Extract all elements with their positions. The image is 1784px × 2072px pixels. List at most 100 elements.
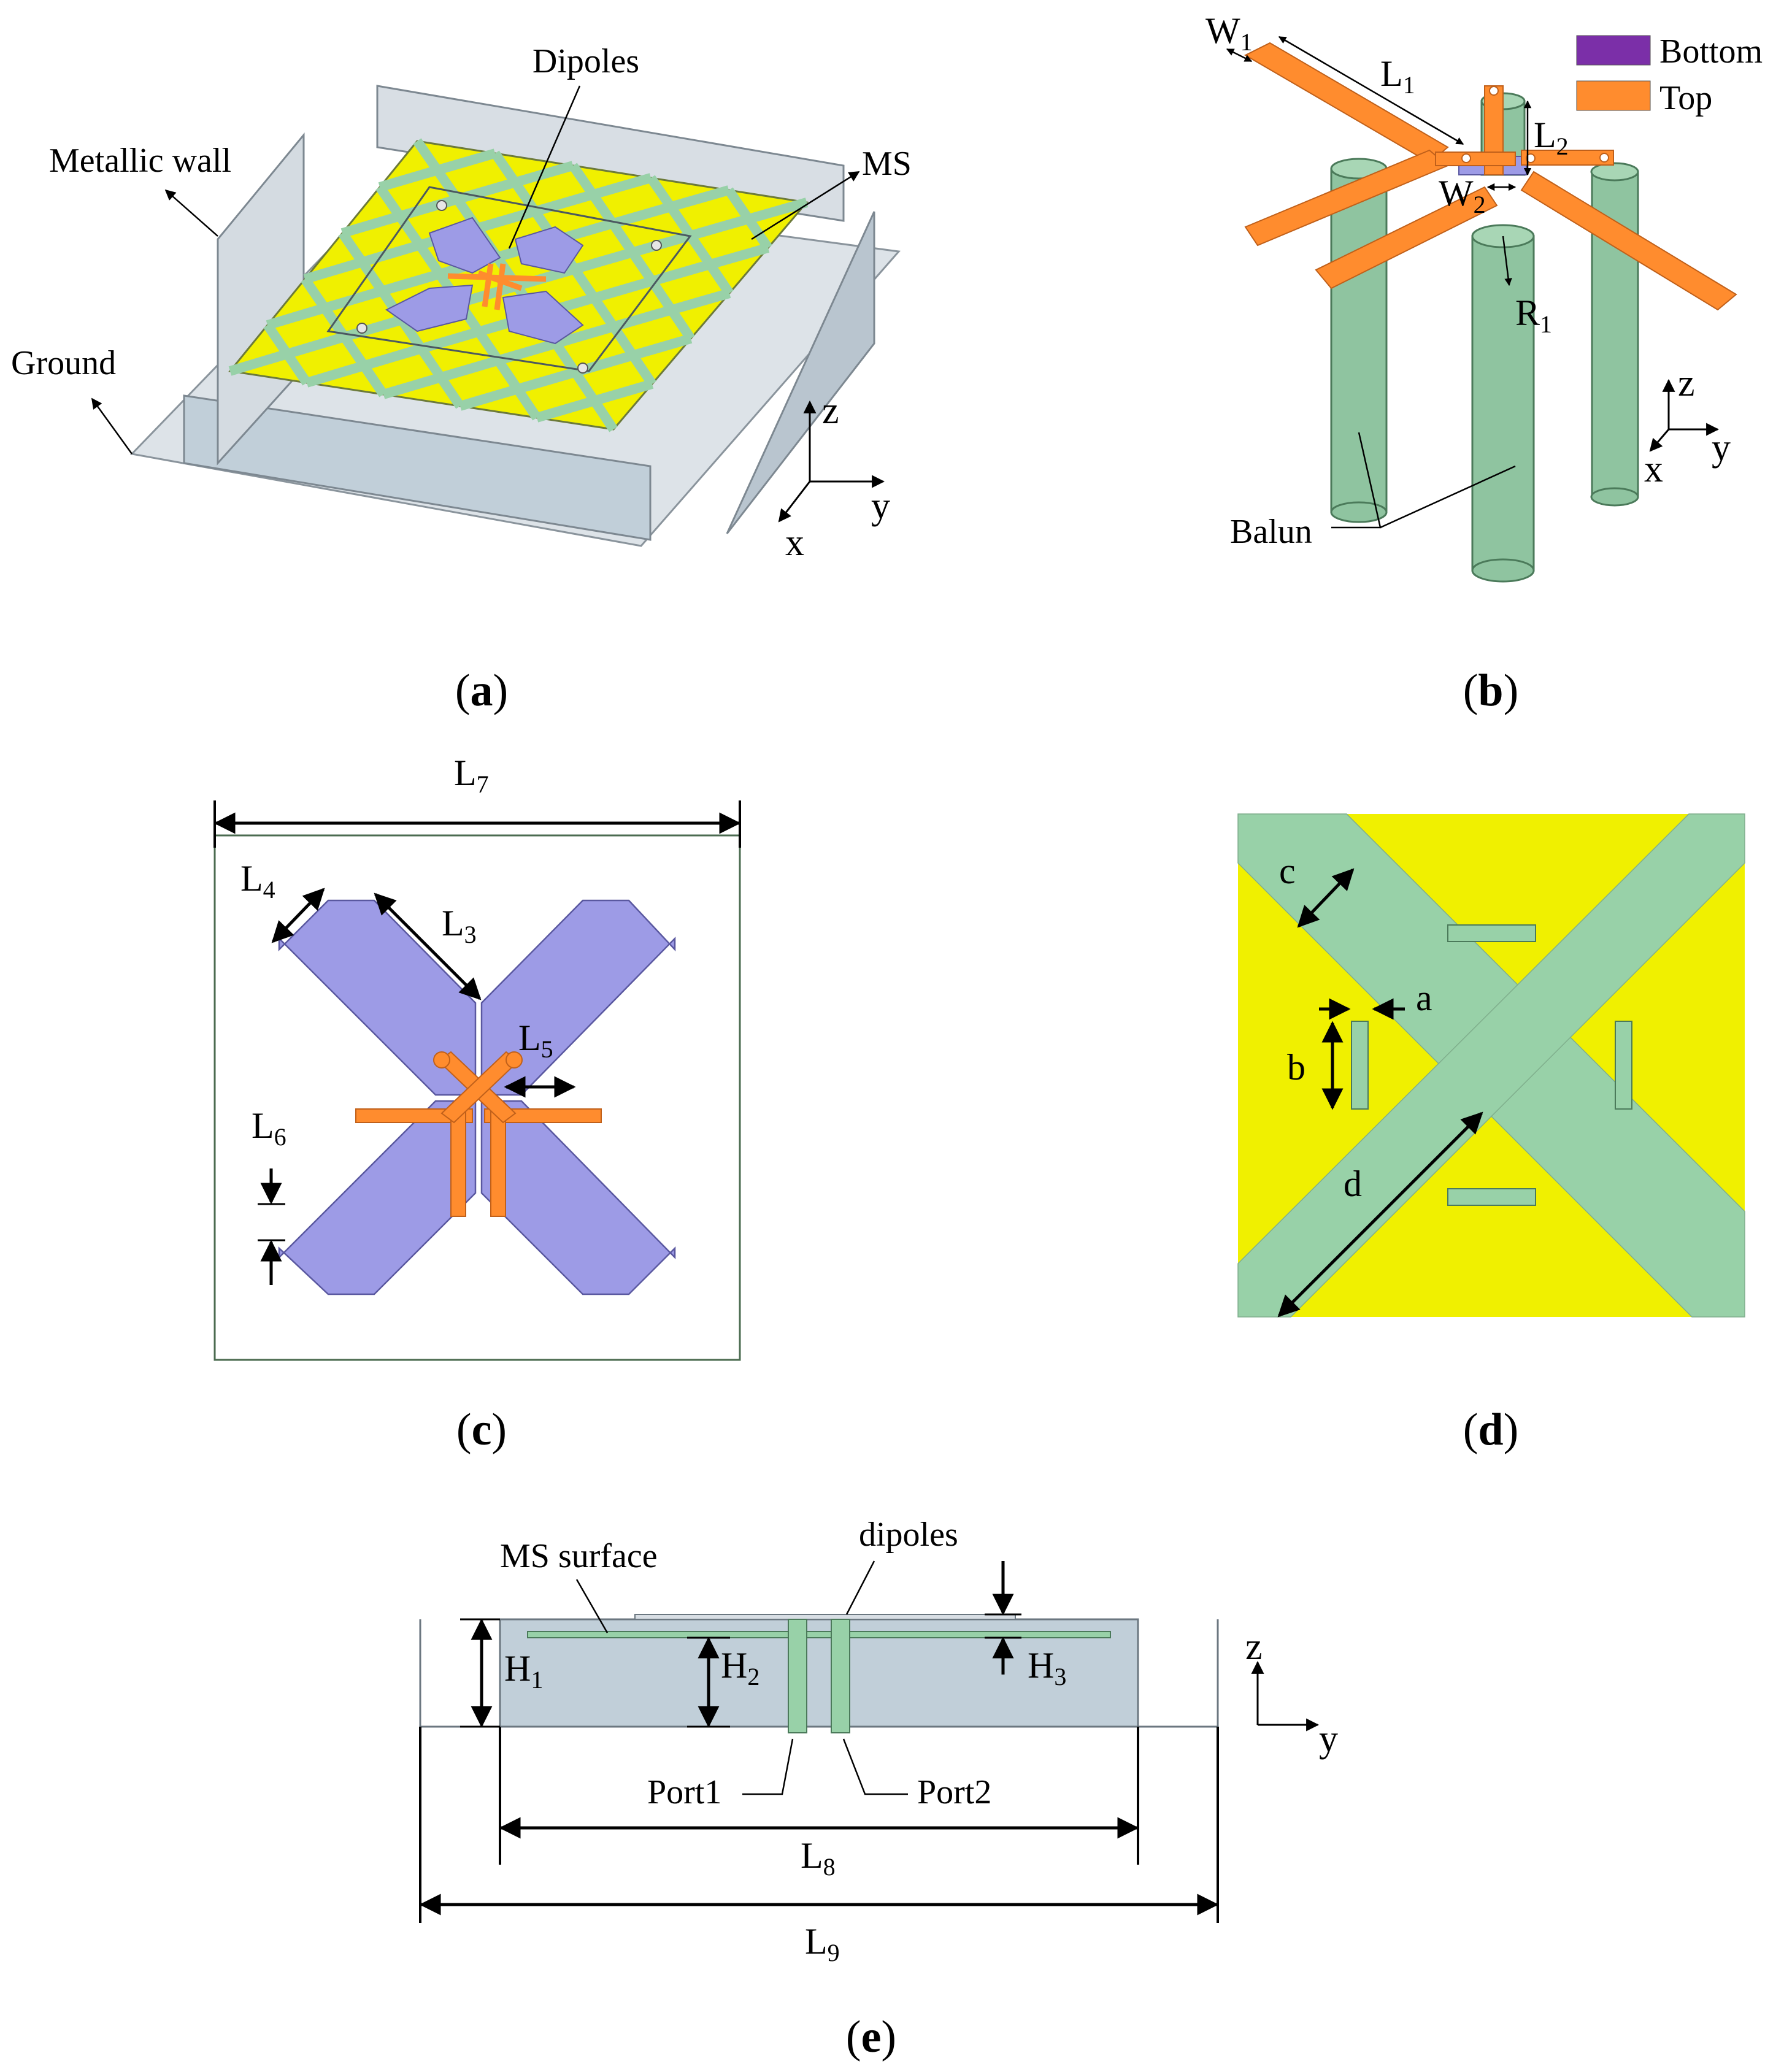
leader-metallic-wall [164, 189, 218, 237]
caption-b: (b) [1463, 666, 1518, 716]
panel-d: c a b d (d) [1237, 813, 1745, 1455]
dipole-arms-3d [385, 217, 584, 345]
caption-d: (d) [1463, 1405, 1518, 1455]
label-w2: W2 [1439, 173, 1486, 218]
metasurface-strip [535, 379, 654, 423]
label-w1: W1 [1205, 10, 1253, 56]
dim-l3 [374, 892, 482, 1000]
label-metallic-wall: Metallic wall [49, 142, 231, 180]
label-b: b [1287, 1047, 1305, 1088]
label-l1: L1 [1380, 53, 1415, 99]
ms-surface [527, 1631, 1111, 1638]
axis-x-b: x [1644, 448, 1663, 490]
leader-port1 [742, 1738, 794, 1795]
label-h3: H3 [1028, 1645, 1066, 1690]
axis-y-b: y [1712, 427, 1731, 469]
metasurface-strip [458, 334, 693, 411]
label-port1: Port1 [647, 1773, 721, 1811]
label-ms-surface: MS surface [500, 1537, 658, 1575]
label-a: a [1416, 978, 1432, 1018]
label-r1: R1 [1515, 293, 1552, 338]
feed-lines-3d [447, 263, 547, 310]
slot-left [1351, 1021, 1369, 1110]
slot-bottom [1447, 1188, 1536, 1206]
balun-post-2 [831, 1619, 850, 1733]
axis-y-e: y [1319, 1718, 1338, 1760]
legend-swatch-bottom [1576, 35, 1651, 66]
label-dipoles: Dipoles [533, 42, 639, 80]
dipole-arm [428, 217, 501, 274]
label-ms: MS [862, 145, 912, 183]
dim-r1 [1502, 236, 1512, 286]
dim-d [1277, 1111, 1483, 1318]
slot-right [1615, 1021, 1632, 1110]
axis-y-a: y [871, 485, 890, 527]
label-l4: L4 [240, 858, 275, 904]
label-c: c [1279, 851, 1296, 891]
label-l9: L9 [805, 1921, 840, 1966]
panel-b: Bottom Top [1205, 10, 1763, 716]
axes-b [1649, 378, 1720, 452]
label-balun: Balun [1230, 513, 1312, 551]
axis-x-a: x [785, 522, 804, 564]
dim-l4 [271, 888, 325, 943]
legend-label-top: Top [1659, 79, 1712, 117]
axis-z-b: z [1678, 363, 1695, 404]
leader-balun [1331, 432, 1516, 529]
leader-dipoles-e [845, 1560, 875, 1615]
caption-c: (c) [456, 1405, 507, 1455]
dipole-substrate [634, 1614, 1016, 1620]
label-l5: L5 [518, 1018, 553, 1063]
dipole-arm [385, 284, 474, 332]
dim-w1 [1226, 48, 1253, 63]
feed-network [355, 1051, 602, 1217]
feed-line-vertical-right [490, 1108, 506, 1217]
leader-ms [751, 171, 860, 240]
label-l8: L8 [801, 1835, 836, 1881]
feed-pad [433, 1051, 450, 1069]
dipole-arm-top-right [480, 899, 676, 1096]
panel-a: Dipoles Metallic wall MS Ground z y x (a… [11, 42, 912, 716]
metasurface-strip [725, 187, 772, 251]
label-ground: Ground [11, 344, 116, 382]
leader-port2 [842, 1738, 908, 1795]
axis-z-e: z [1245, 1626, 1263, 1668]
feed-line [477, 270, 523, 291]
label-dipoles-e: dipoles [859, 1516, 958, 1554]
legend-swatch-top [1576, 80, 1651, 111]
feed-pad [506, 1051, 523, 1069]
label-l7: L7 [454, 753, 489, 798]
caption-e: (e) [846, 2012, 896, 2062]
label-l2: L2 [1534, 115, 1569, 160]
label-l6: L6 [252, 1105, 286, 1151]
axis-z-a: z [822, 390, 839, 432]
balun-post-1 [788, 1619, 807, 1733]
axes-a [778, 400, 885, 523]
dipole-arm [502, 290, 584, 345]
label-d: d [1344, 1164, 1362, 1204]
metasurface-strip [491, 150, 656, 387]
legend-label-bottom: Bottom [1659, 33, 1763, 71]
dim-l1 [1278, 36, 1464, 145]
feed-line [482, 263, 494, 307]
feed-line [494, 263, 506, 310]
leader-ground [91, 397, 133, 455]
feed-line-vertical-left [450, 1108, 466, 1217]
axes-e [1251, 1660, 1320, 1732]
cavity-front [183, 394, 652, 541]
metallic-wall-right [726, 211, 875, 534]
label-l3: L3 [442, 903, 477, 948]
panel-e: MS surface dipoles H1 H2 H3 Port1 Port2 … [419, 1516, 1338, 2062]
leader-dipoles [508, 85, 581, 249]
via-holes [356, 200, 662, 374]
slot-top [1447, 924, 1536, 942]
label-h1: H1 [504, 1648, 543, 1694]
dim-c [1297, 868, 1355, 928]
dipole-substrate-outline [326, 186, 692, 372]
caption-a: (a) [455, 666, 508, 716]
panel-c: L7 L4 L3 L5 L6 (c) [213, 753, 741, 1455]
dipole-arm [514, 226, 584, 274]
label-h2: H2 [721, 1645, 759, 1690]
